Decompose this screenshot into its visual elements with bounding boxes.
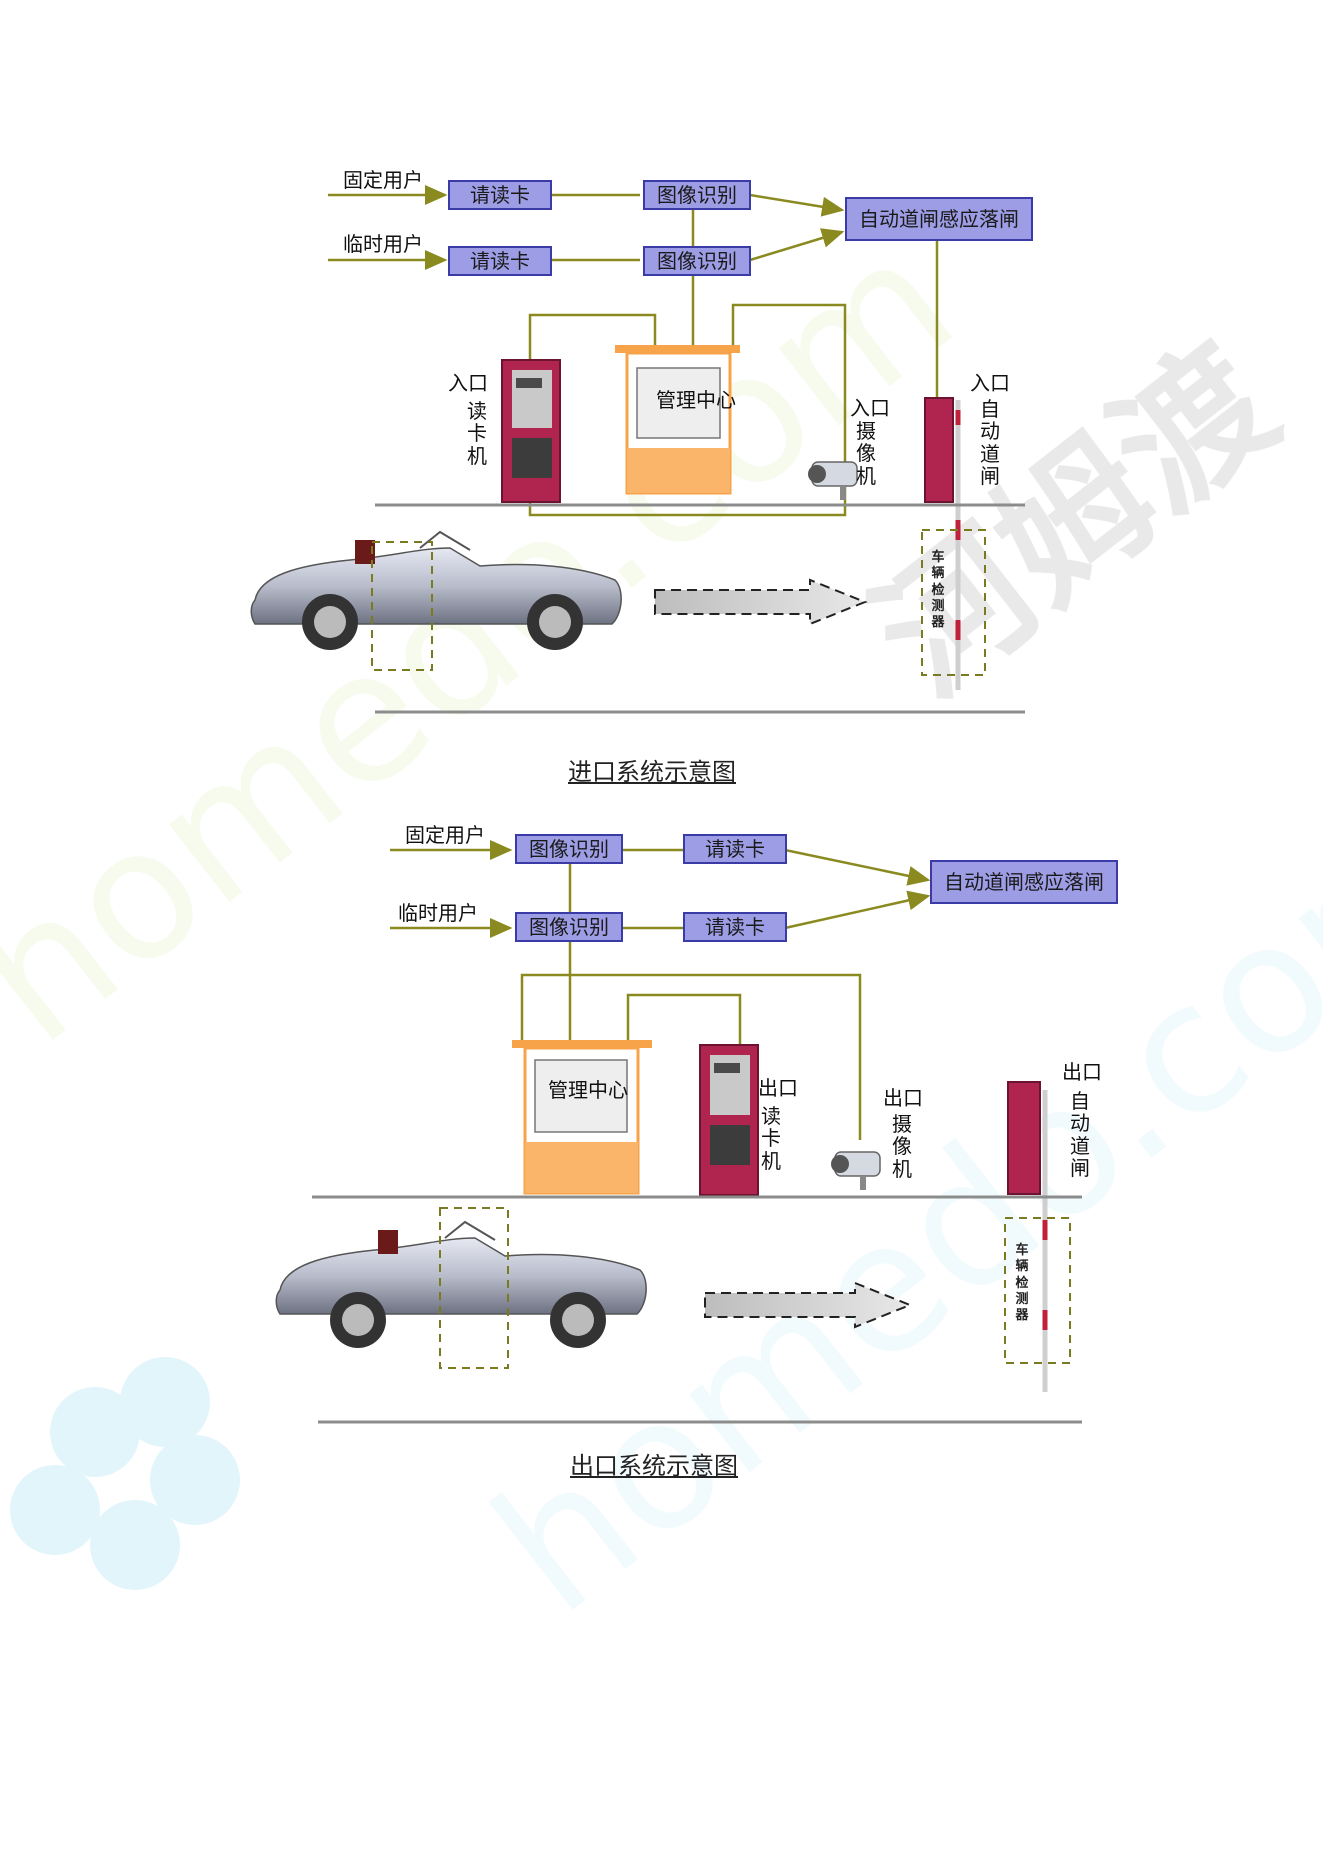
entry-vehicle-detector-label: 车辆检测器: [931, 550, 945, 630]
entry-gate-device: [924, 397, 961, 690]
exit-diagram-caption: 出口系统示意图: [570, 1452, 738, 1480]
exit-car-detector-loop: [439, 1207, 509, 1369]
entry-card-reader-vertical-label: 读卡机: [467, 399, 487, 468]
exit-car: [275, 1220, 647, 1348]
exit-image-recognition-box: 图像识别: [515, 834, 623, 864]
exit-fixed-user-label: 固定用户: [405, 823, 485, 847]
entry-camera-vertical-label: 摄像机: [856, 419, 876, 488]
entry-fixed-user-label: 固定用户: [343, 168, 423, 192]
entry-management-center-label: 管理中心: [656, 388, 736, 412]
entry-gate-vertical-label: 自动道闸: [980, 397, 1000, 489]
entry-car: [250, 530, 622, 650]
entry-management-kiosk: [615, 345, 740, 495]
entry-image-recognition-box: 图像识别: [643, 246, 751, 276]
entry-gate-label: 入口: [970, 371, 1010, 395]
watermark-text: homedo.com: [458, 767, 1323, 1654]
exit-card-reader-device: [699, 1044, 759, 1196]
entry-camera-device: [808, 461, 858, 500]
exit-camera-vertical-label: 摄像机: [892, 1112, 912, 1181]
exit-gate-device: [1007, 1081, 1048, 1392]
entry-vehicle-detector-frame: [921, 529, 986, 676]
entry-camera-label: 入口: [850, 396, 890, 420]
entry-wires: [328, 185, 939, 517]
exit-management-kiosk: [512, 1040, 652, 1195]
entry-read-card-box: 请读卡: [448, 246, 552, 276]
entry-read-card-box: 请读卡: [448, 180, 552, 210]
exit-vehicle-detector-label: 车辆检测器: [1015, 1243, 1029, 1323]
exit-read-card-box: 请读卡: [683, 834, 787, 864]
entry-auto-gate-box: 自动道闸感应落闸: [845, 197, 1033, 241]
exit-read-card-box: 请读卡: [683, 912, 787, 942]
entry-direction-arrow: [654, 578, 868, 626]
exit-camera-label: 出口: [883, 1086, 923, 1110]
exit-gate-vertical-label: 自动道闸: [1070, 1089, 1090, 1181]
exit-temp-user-label: 临时用户: [398, 901, 478, 925]
entry-card-reader-label: 入口: [448, 371, 488, 395]
exit-image-recognition-box: 图像识别: [515, 912, 623, 942]
exit-vehicle-detector-frame: [1004, 1217, 1071, 1364]
watermark-text: homedo.com: [0, 197, 991, 1084]
exit-gate-label: 出口: [1062, 1060, 1102, 1084]
exit-card-reader-vertical-label: 读卡机: [761, 1104, 781, 1173]
entry-image-recognition-box: 图像识别: [643, 180, 751, 210]
exit-wires: [390, 840, 931, 1140]
exit-management-center-label: 管理中心: [548, 1078, 628, 1102]
entry-car-detector-loop: [371, 541, 433, 671]
entry-temp-user-label: 临时用户: [343, 232, 423, 256]
watermark-flower-icon: [10, 1357, 240, 1590]
exit-auto-gate-box: 自动道闸感应落闸: [930, 860, 1118, 904]
exit-camera-device: [831, 1151, 881, 1190]
exit-card-reader-label: 出口: [758, 1076, 798, 1100]
exit-direction-arrow: [704, 1281, 913, 1329]
entry-card-reader-device: [501, 359, 561, 503]
entry-diagram-caption: 进口系统示意图: [568, 758, 736, 786]
